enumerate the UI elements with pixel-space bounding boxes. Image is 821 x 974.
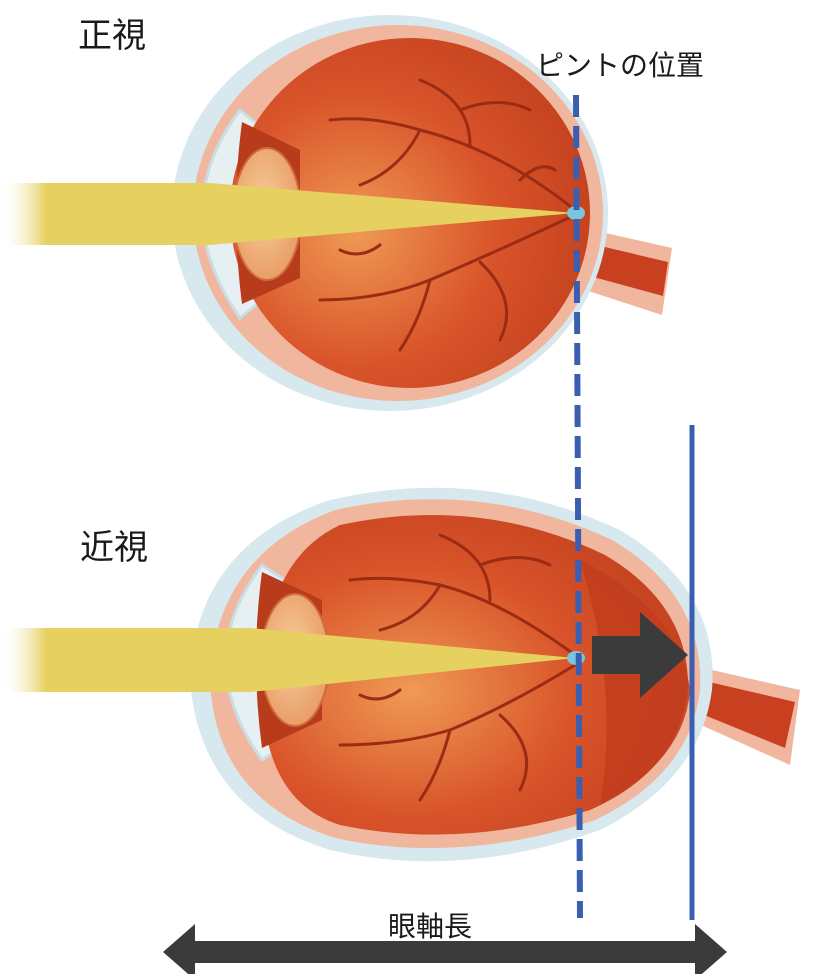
emmetropia-label: 正視 <box>78 8 146 57</box>
myopia-label: 近視 <box>80 520 148 569</box>
focus-position-label: ピントの位置 <box>536 44 704 84</box>
axial-length-label: 眼軸長 <box>388 905 472 945</box>
